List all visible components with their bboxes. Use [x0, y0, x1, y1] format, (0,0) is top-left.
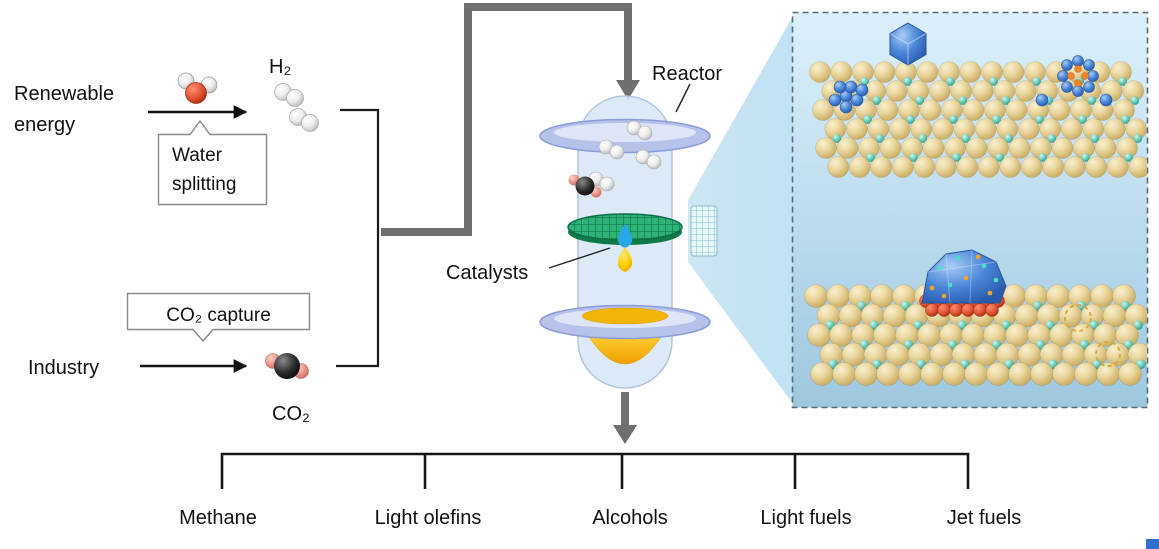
nanoparticle-adatoms	[929, 254, 999, 299]
product-label-jet-fuels: Jet fuels	[946, 507, 1022, 529]
nanoparticle-blue-dome	[921, 249, 1007, 304]
product-liquid-pool	[581, 307, 669, 325]
water-splitting-label: Water splitting	[172, 145, 237, 195]
blue-droplet-icon	[617, 224, 633, 248]
reactor-vessel	[539, 95, 711, 389]
single-atom-highlight-1	[1064, 304, 1092, 332]
catalyst-sample	[690, 205, 718, 257]
yellow-droplet-icon	[617, 247, 633, 272]
molecular-ring-structure	[1035, 55, 1113, 107]
product-arrowhead-icon	[613, 425, 637, 444]
product-label-light-fuels: Light fuels	[760, 507, 852, 529]
water-splitting-box	[157, 119, 268, 206]
metal-cluster-polyhedron	[889, 22, 927, 66]
product-label-methane: Methane	[179, 507, 257, 529]
product-label-light-olefins: Light olefins	[374, 507, 482, 529]
feed-merge-lines	[336, 108, 380, 368]
single-atom-highlight-2	[1095, 341, 1121, 367]
reactor-gas-molecules	[588, 120, 662, 192]
hydrogen-label: H₂	[269, 56, 292, 78]
catalysts-pointer-line	[548, 247, 611, 269]
catalyst-surface-top	[809, 61, 1147, 178]
water-molecule-icon	[177, 72, 218, 104]
metal-cluster-spheres	[828, 80, 869, 114]
corner-artifact	[1146, 539, 1159, 549]
co2-capture-label: CO₂ capture	[166, 305, 271, 326]
products-bracket	[220, 452, 970, 489]
inset-content	[804, 22, 1147, 386]
flow-pipe	[381, 3, 632, 236]
hydrogen-molecules-icon	[274, 83, 319, 132]
product-label-alcohols: Alcohols	[592, 507, 668, 529]
co2-molecule-icon	[265, 353, 309, 379]
reactor-label: Reactor	[652, 63, 723, 85]
co2-label: CO₂	[272, 403, 310, 425]
flow-arrowhead-down-icon	[616, 80, 640, 100]
renewable-energy-label: Renewable energy	[14, 83, 115, 136]
catalysts-label: Catalysts	[446, 262, 529, 284]
reactor-pointer-line	[675, 83, 691, 113]
co2-capture-box	[126, 292, 311, 343]
zoom-beam	[688, 16, 793, 404]
nanoparticle	[919, 249, 1007, 317]
industry-label: Industry	[28, 357, 100, 379]
reactor-co2-molecule-icon	[568, 174, 602, 198]
